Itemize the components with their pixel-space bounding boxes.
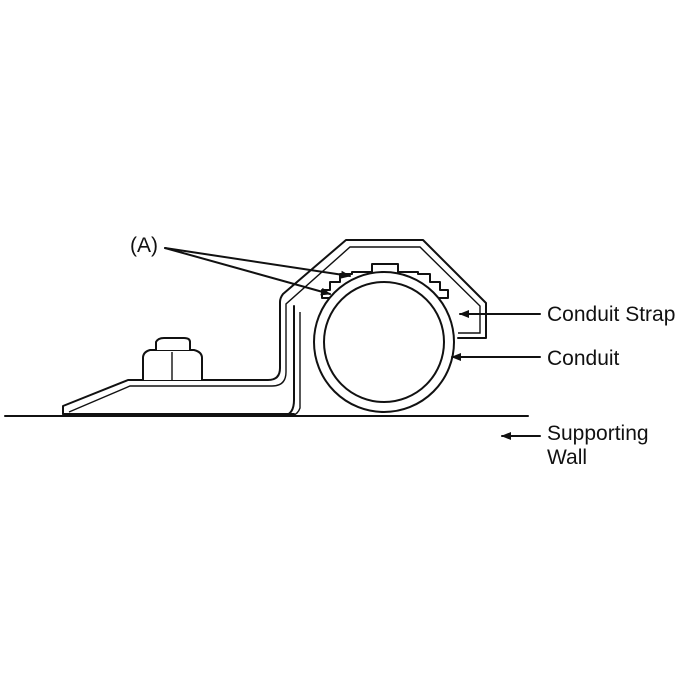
conduit-strap-inner [68,246,481,413]
label-supporting-wall-line2: Wall [547,446,587,469]
leader-a-upper [164,247,351,279]
conduit-strap-hump [283,305,295,417]
label-a: (A) [130,234,158,257]
label-conduit-strap: Conduit Strap [547,303,675,326]
leader-a-lower [164,247,331,296]
label-supporting-wall-line1: Supporting [547,422,649,445]
bolt-head [155,337,191,350]
conduit-strap-hump-inner [291,312,301,417]
conduit-strap-outer [62,239,487,415]
conduit-outer [313,271,455,413]
conduit-inner [323,281,445,403]
label-conduit: Conduit [547,347,620,370]
